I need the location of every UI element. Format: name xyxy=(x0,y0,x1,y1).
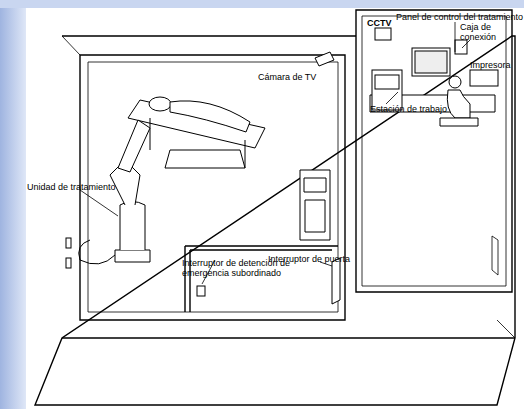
equipment-drawing xyxy=(66,28,498,304)
part-label: Caja de conexión xyxy=(460,22,512,42)
slide-band xyxy=(0,0,524,8)
part-label: Interruptor de puerta xyxy=(268,254,368,264)
part-label: CCTV xyxy=(367,18,397,28)
part-label: Estación de trabajo xyxy=(370,104,460,114)
part-label: Unidad de tratamiento xyxy=(27,182,137,192)
building-outline xyxy=(35,10,515,405)
part-label: Panel de control del tratamiento xyxy=(396,12,524,22)
part-label: Impresora xyxy=(470,60,520,70)
slide-band xyxy=(0,0,26,409)
leader-line xyxy=(80,22,470,284)
part-label: Cámara de TV xyxy=(258,72,328,82)
